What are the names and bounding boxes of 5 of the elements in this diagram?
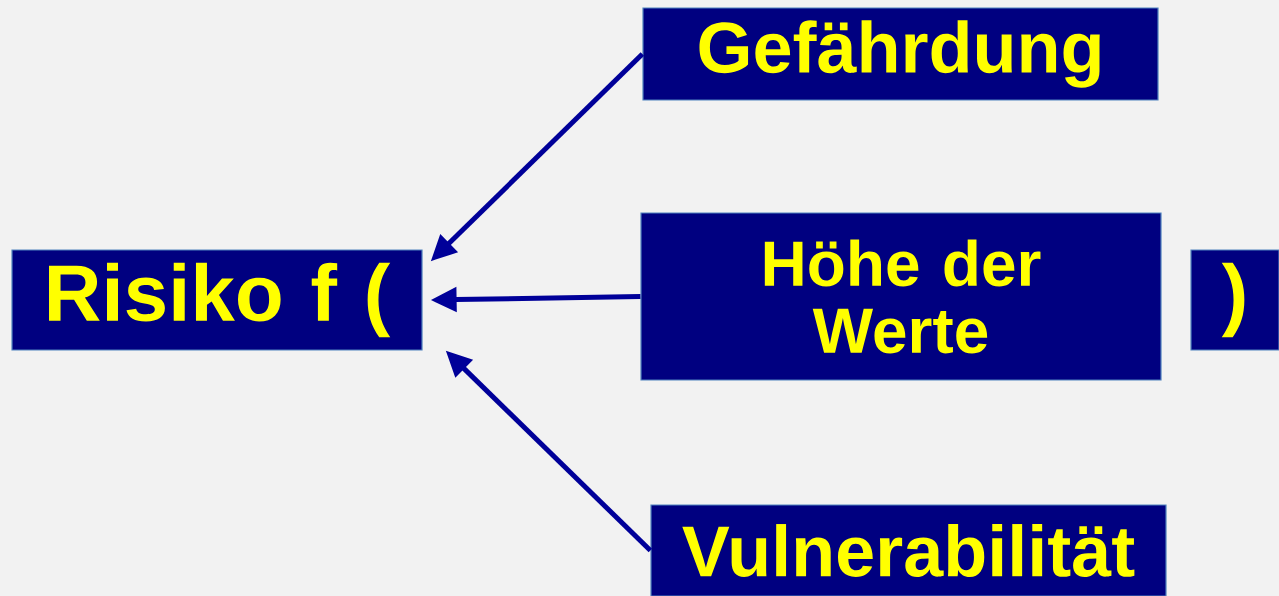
term-box: Risiko f ( (11, 249, 423, 351)
term-box: Gefährdung (642, 7, 1159, 101)
term-box: Höhe der Werte (640, 212, 1162, 381)
term-box: ) (1190, 249, 1279, 351)
term-box: Vulnerabilität (650, 504, 1167, 596)
